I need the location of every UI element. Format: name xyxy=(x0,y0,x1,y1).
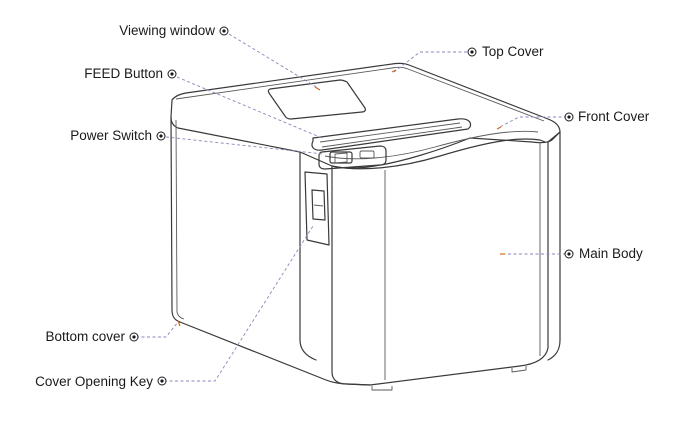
paper-slot-inner xyxy=(319,122,461,143)
front-left-edge xyxy=(299,151,317,361)
power-led xyxy=(359,150,375,159)
label-feed-button: FEED Button xyxy=(84,66,163,81)
leader-top-cover xyxy=(393,51,467,73)
dot-main-body xyxy=(564,249,574,259)
label-cover-opening-key: Cover Opening Key xyxy=(35,374,153,389)
left-side-body xyxy=(170,116,371,386)
feed-button xyxy=(329,151,353,164)
cover-opening-recess xyxy=(304,171,330,246)
paper-slot-inner-2 xyxy=(321,126,463,148)
label-viewing-window: Viewing window xyxy=(119,23,215,38)
main-body-front xyxy=(331,141,549,386)
power-switch-rocker xyxy=(334,152,348,164)
right-foot xyxy=(511,366,527,373)
label-front-cover: Front Cover xyxy=(578,109,650,124)
top-cover-edge xyxy=(175,66,545,122)
left-side-edge xyxy=(175,119,185,320)
dot-power-switch xyxy=(156,131,166,141)
front-foot xyxy=(371,386,393,391)
label-bottom-cover: Bottom cover xyxy=(45,329,125,344)
leader-feed-button xyxy=(176,76,323,139)
leader-front-cover xyxy=(497,116,567,129)
leader-cover-opening-key xyxy=(164,225,314,382)
front-cover-panel xyxy=(331,138,546,170)
top-cover-surface xyxy=(170,62,561,169)
label-power-switch: Power Switch xyxy=(70,128,152,143)
dot-front-cover xyxy=(564,112,574,122)
leader-bottom-cover xyxy=(136,321,179,338)
control-panel xyxy=(318,145,387,170)
dot-feed-button xyxy=(167,69,177,79)
dot-cover-opening-key xyxy=(157,376,167,386)
cover-opening-key xyxy=(311,189,326,221)
dot-bottom-cover xyxy=(129,332,139,342)
paper-slot xyxy=(311,118,472,151)
cover-opening-key-inner xyxy=(313,204,324,207)
front-cover-lip xyxy=(324,130,539,160)
viewing-window-outline xyxy=(267,79,366,120)
part-labels: Viewing window FEED Button Power Switch … xyxy=(35,23,650,389)
printer-illustration xyxy=(170,62,561,391)
label-main-body: Main Body xyxy=(579,246,643,261)
leader-lines xyxy=(136,33,567,382)
dot-viewing-window xyxy=(219,26,229,36)
label-top-cover: Top Cover xyxy=(482,44,544,59)
label-dots xyxy=(129,26,574,386)
dot-top-cover xyxy=(467,47,477,57)
part-markers xyxy=(177,69,505,327)
leader-viewing-window xyxy=(228,33,319,89)
right-side xyxy=(547,131,561,361)
leader-power-switch xyxy=(165,136,324,155)
